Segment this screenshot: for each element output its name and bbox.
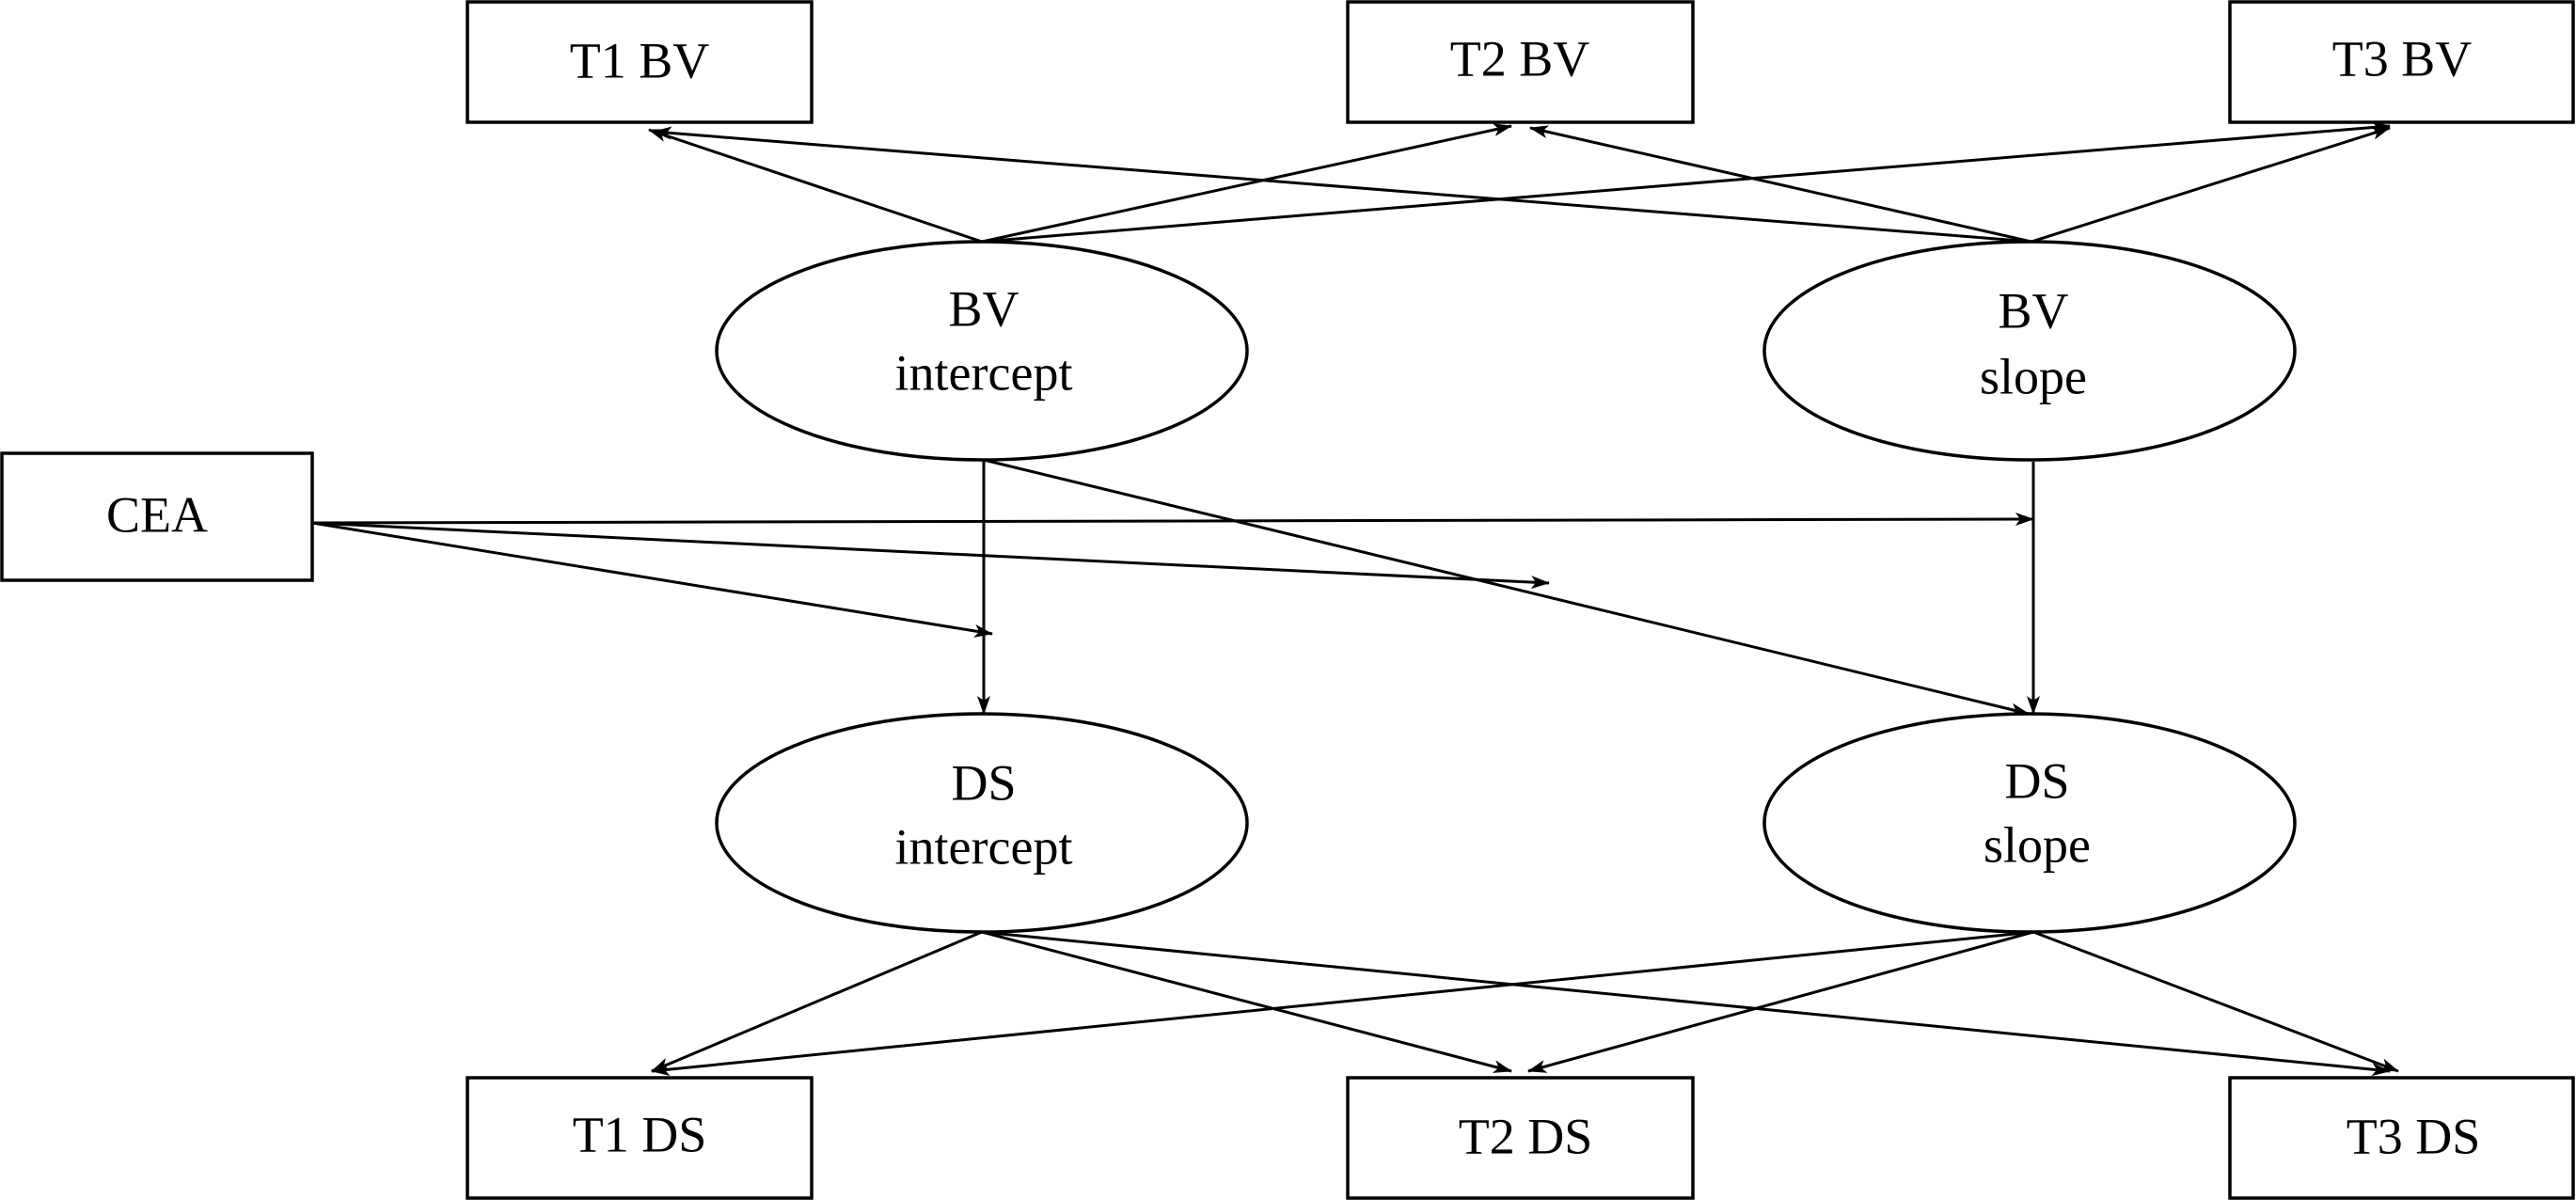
edge-cea-to-bvi-dsi-path	[311, 521, 993, 638]
node-label-line2: slope	[1983, 816, 2091, 873]
node-ds-slope: DS slope	[1762, 712, 2297, 934]
edge-dsi-to-t3ds	[981, 930, 2391, 1077]
edge-cea-to-bvi-dss-path	[311, 521, 1550, 590]
edge-dss-to-t2ds	[1527, 930, 2034, 1073]
edge-bvi-to-t2bv	[981, 123, 1512, 244]
node-bv-intercept: BV intercept	[715, 240, 1249, 462]
edge-dsi-to-t1ds	[651, 930, 983, 1073]
node-label: T2 BV	[1450, 30, 1590, 87]
edge-dsi-to-t2ds	[981, 930, 1512, 1073]
node-label-line1: DS	[951, 754, 1016, 811]
node-label-line1: BV	[948, 280, 1019, 337]
node-t2-bv: T2 BV	[1346, 0, 1695, 124]
edge-bvs-to-t1bv	[653, 126, 2032, 244]
node-label: T3 DS	[2347, 1108, 2481, 1164]
node-label: T1 BV	[570, 32, 710, 88]
node-t1-ds: T1 DS	[466, 1076, 814, 1200]
node-cea: CEA	[0, 451, 314, 582]
edge-dss-to-t3ds	[2032, 930, 2399, 1073]
node-label: T1 DS	[573, 1106, 707, 1162]
node-label-line2: slope	[1980, 348, 2087, 404]
edge-bvs-to-t2bv	[1529, 125, 2032, 244]
edge-cea-to-bvs-dss-path	[311, 513, 2034, 527]
node-label-line2: intercept	[895, 344, 1073, 401]
node-t2-ds: T2 DS	[1346, 1076, 1695, 1200]
node-t3-ds: T3 DS	[2228, 1076, 2575, 1200]
node-label-line1: BV	[1998, 282, 2068, 339]
node-ds-intercept: DS intercept	[715, 712, 1249, 934]
edge-dss-to-t1ds	[651, 930, 2034, 1077]
node-t1-bv: T1 BV	[466, 0, 814, 124]
edge-bvs-to-t3bv	[2031, 126, 2391, 244]
edge-bvi-to-t1bv	[648, 128, 983, 244]
edges-layer	[311, 120, 2399, 1077]
edge-bvi-to-dss	[983, 458, 2030, 717]
node-t3-bv: T3 BV	[2228, 0, 2575, 124]
node-label: T3 BV	[2332, 30, 2473, 87]
node-label: CEA	[106, 486, 208, 543]
node-label-line1: DS	[2004, 752, 2069, 809]
edge-bvi-to-t3bv	[981, 120, 2391, 244]
node-label: T2 DS	[1459, 1108, 1593, 1164]
node-bv-slope: BV slope	[1762, 240, 2297, 462]
node-label-line2: intercept	[895, 818, 1073, 875]
